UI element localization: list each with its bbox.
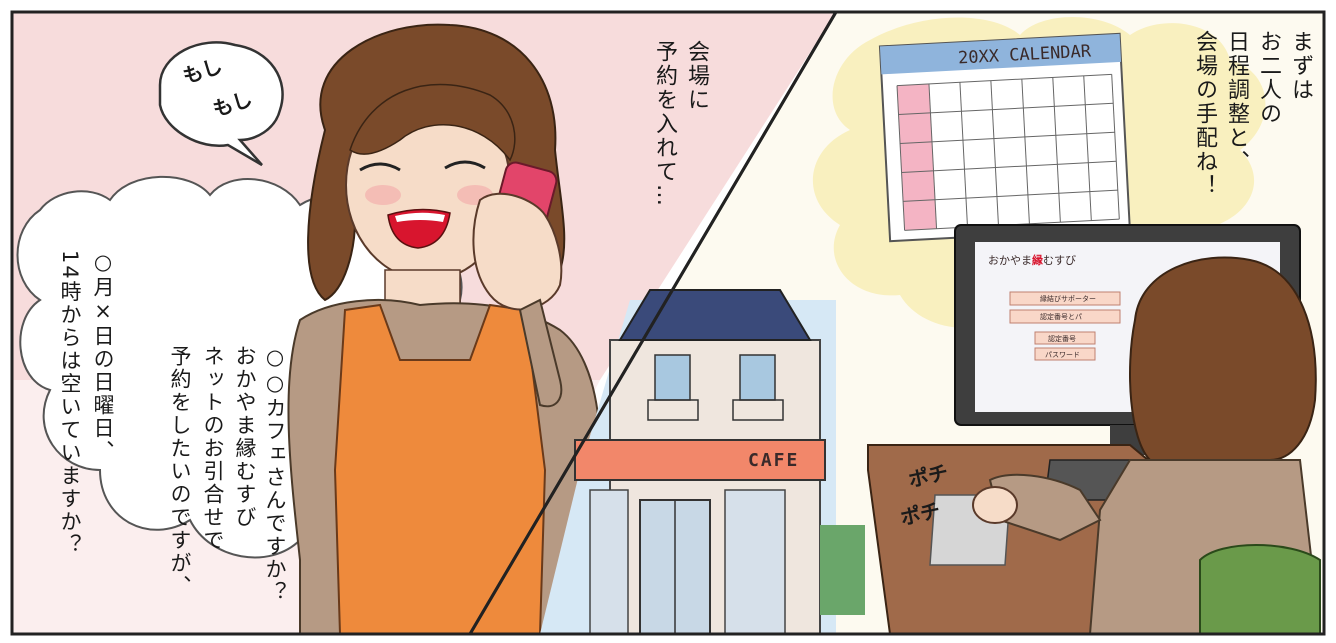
chair — [1199, 544, 1321, 635]
narration-left-2: 予約を入れて… — [652, 40, 677, 208]
hedge — [820, 525, 865, 615]
cafe-window-right — [739, 354, 776, 401]
site-name-pre: おかやま — [988, 254, 1032, 267]
cafe-awning — [574, 439, 826, 481]
narration-left-1: 会場に — [684, 40, 709, 112]
woman-hand — [472, 192, 563, 311]
worker-hair — [1129, 256, 1317, 461]
screen-button-1: 縁結びサポーター — [1040, 295, 1096, 303]
screen-button-4: パスワード — [1045, 351, 1080, 359]
narration-right-2: お二人の — [1256, 30, 1281, 126]
narration-right-3: 日程調整と、 — [1224, 30, 1249, 174]
site-name-accent: 縁 — [1032, 254, 1043, 267]
screen-button-3: 認定番号 — [1048, 335, 1076, 343]
narration-right-4: 会場の手配ね！ — [1192, 30, 1217, 198]
cafe-sign: CAFE — [748, 450, 800, 471]
cafe-roof — [618, 289, 812, 341]
speech-line-2: おかやま縁むすび — [233, 345, 257, 529]
speech-line-3: ネットのお引合せで — [201, 345, 225, 552]
calendar — [878, 32, 1131, 243]
cafe-balcony-right — [732, 399, 784, 421]
narration-right-1: まずは — [1288, 30, 1313, 102]
cafe-window-left — [654, 354, 691, 401]
cafe-balcony-left — [647, 399, 699, 421]
speech-bubble-moshi — [158, 41, 284, 167]
screen-button-2: 認定番号とパ — [1040, 313, 1082, 321]
screen-site-name: おかやま縁むすび — [988, 252, 1076, 268]
site-name-post: むすび — [1043, 254, 1076, 267]
speech-line-5: ○月×日の日曜日、 — [91, 250, 115, 463]
speech-line-6: 14時からは空いていますか？ — [58, 250, 82, 557]
speech-line-1: ○○カフェさんですか？ — [263, 345, 287, 604]
speech-line-4: 予約をしたいのですが、 — [168, 345, 192, 598]
worker-hand — [972, 486, 1018, 524]
